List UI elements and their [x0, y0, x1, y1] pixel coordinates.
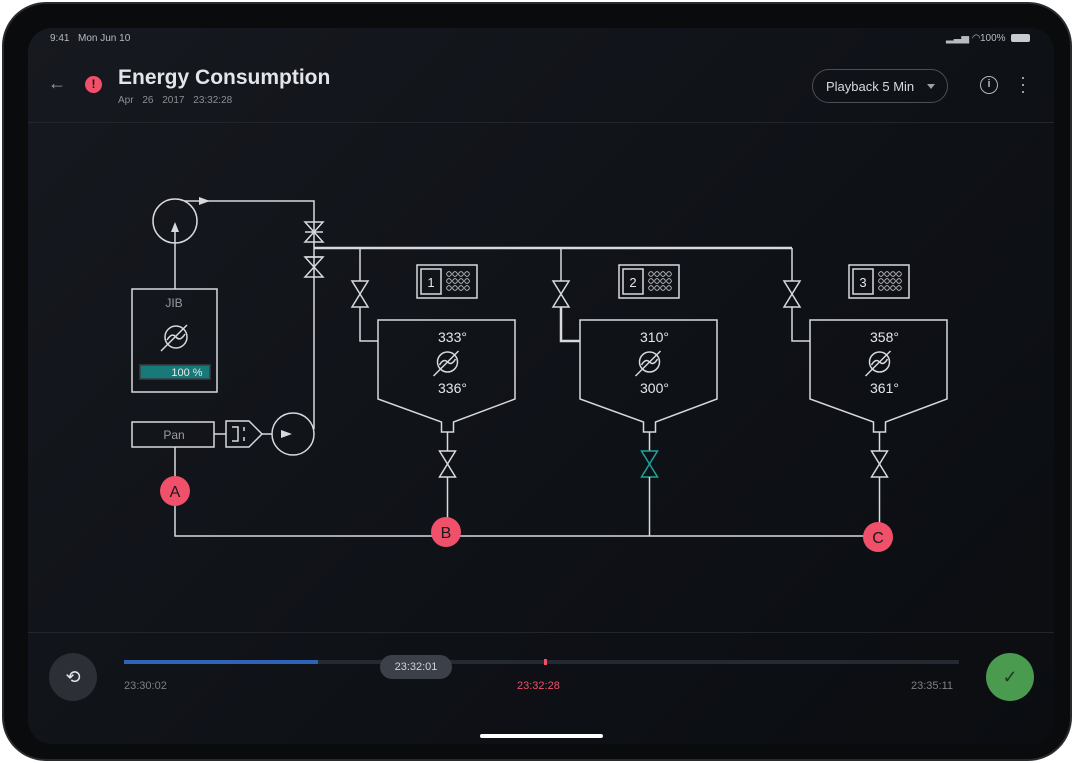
tank-2: 2 310° 300° [551, 248, 718, 536]
heat-exchanger-icon [160, 324, 188, 352]
tank-temp-bottom: 361° [870, 380, 899, 396]
jib-label: JIB [165, 296, 182, 310]
pipe [184, 200, 315, 429]
battery-icon [1011, 34, 1030, 42]
valve-icon [551, 280, 571, 308]
heat-exchanger-icon [864, 350, 892, 377]
tank-id: 2 [629, 275, 636, 290]
screen: 9:41 Mon Jun 10 ▂▃▅ ◠ 100% ← ! Energy Co… [28, 28, 1054, 744]
status-time: 9:41 [50, 33, 70, 44]
playback-dropdown[interactable]: Playback 5 Min [812, 69, 948, 103]
pump-circle [271, 412, 315, 456]
tank-temp-bottom: 336° [438, 380, 467, 396]
signal-icon: ▂▃▅ ◠ [946, 33, 981, 44]
timeline-current: 23:32:28 [517, 680, 560, 692]
check-icon: ✓ [1002, 667, 1018, 687]
valve-icon [438, 450, 457, 478]
timeline-progress [124, 660, 318, 664]
header: ← ! Energy Consumption Apr 26 2017 23:32… [28, 28, 1054, 123]
jib-level: 100 % [171, 367, 202, 379]
marker-label: C [872, 530, 884, 547]
status-battery: 100% [980, 33, 1006, 44]
more-vertical-icon[interactable]: ··· [1020, 67, 1026, 101]
chevron-down-icon [927, 84, 935, 93]
marker-b[interactable]: B [431, 517, 461, 547]
alert-icon[interactable]: ! [85, 76, 102, 93]
home-indicator [480, 734, 603, 738]
tank-id: 3 [859, 275, 866, 290]
heat-exchanger-icon [634, 350, 662, 377]
heat-exchanger-icon [432, 350, 460, 377]
tank-temp-top: 358° [870, 329, 899, 345]
subtitle-time: 23:32:28 [193, 95, 233, 106]
tank-1: 1 333° 336° [350, 248, 516, 536]
tank-3: 3 358° 361° [782, 248, 948, 536]
process-diagram: JIB 100 % Pan 1 333° 336° 2 310° 300° 3 358° 361… [131, 197, 948, 552]
status-date: Mon Jun 10 [78, 33, 131, 44]
jib-unit [131, 288, 218, 393]
marker-a[interactable]: A [160, 476, 190, 506]
filter-icon [225, 420, 264, 448]
valve-icon [640, 450, 659, 478]
page-subtitle: Apr 26 2017 23:32:28 [118, 95, 232, 106]
arrow-right-icon [281, 430, 292, 438]
jib-level-bar [139, 364, 211, 380]
subtitle-date: Apr 26 2017 [118, 95, 185, 106]
valve-icon [303, 256, 325, 278]
timeline-end: 23:35:11 [911, 680, 954, 692]
info-icon[interactable]: i [980, 76, 998, 94]
confirm-button[interactable]: ✓ [986, 653, 1034, 701]
page-title: Energy Consumption [118, 66, 331, 89]
tank-temp-top: 333° [438, 329, 467, 345]
tank-id: 1 [427, 275, 434, 290]
marker-label: A [170, 484, 181, 501]
marker-label: B [441, 525, 452, 542]
timeline-start: 23:30:02 [124, 680, 167, 692]
valve-icon [350, 280, 370, 308]
back-arrow-icon[interactable]: ← [48, 73, 66, 93]
timeline-tooltip: 23:32:01 [380, 655, 452, 679]
timeline-slider[interactable]: 23:32:01 [124, 655, 959, 679]
arrow-right-icon [199, 197, 210, 205]
history-icon[interactable]: ⟲ [49, 653, 97, 701]
playback-label: Playback 5 Min [826, 79, 915, 94]
valve-icon [782, 280, 802, 308]
arrow-up-icon [171, 222, 179, 232]
valve-icon [303, 221, 325, 243]
playback-timeline: ⟲ 23:32:01 23:30:02 23:32:28 23:35:11 ✓ [28, 632, 1054, 744]
tank-temp-top: 310° [640, 329, 669, 345]
tank-temp-bottom: 300° [640, 380, 669, 396]
return-pipe [174, 447, 878, 537]
current-time-marker [544, 659, 547, 665]
marker-c[interactable]: C [863, 522, 893, 552]
pan-label: Pan [163, 428, 184, 442]
valve-icon [870, 450, 889, 478]
